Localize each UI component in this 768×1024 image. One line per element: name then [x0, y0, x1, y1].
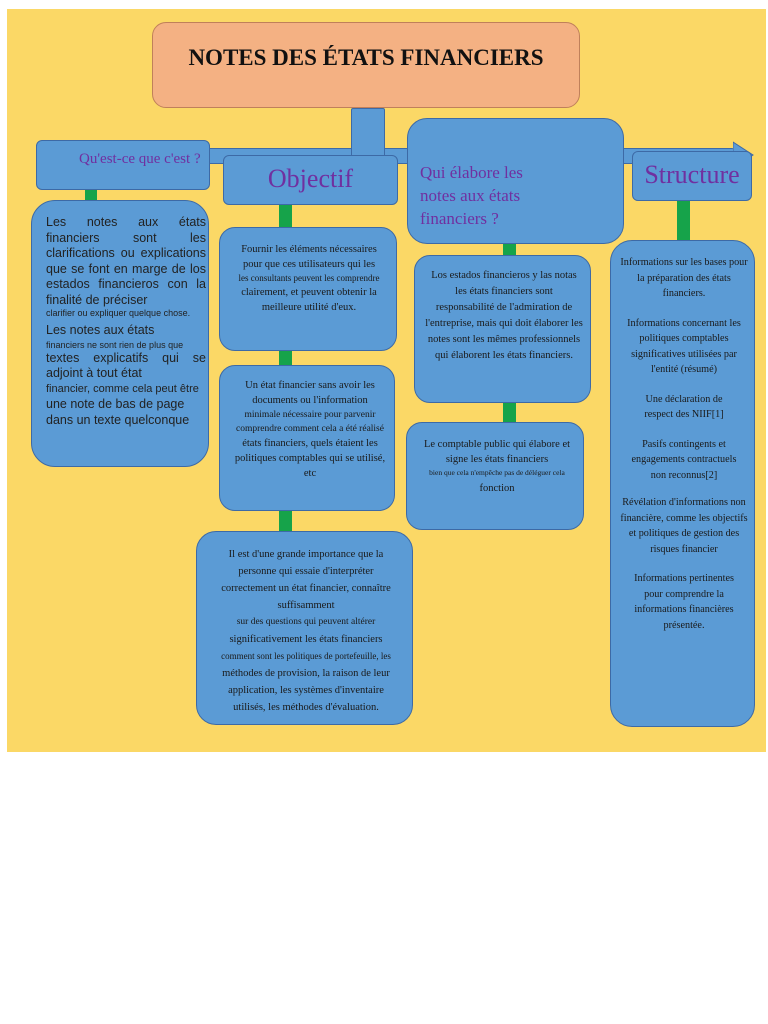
structure-item: Une déclaration de respect des NIIF[1] — [644, 393, 724, 421]
objectif-text: Il est d'une grande importance que la pe… — [221, 549, 391, 611]
objectif-text-small: comment sont les politiques de portefeui… — [221, 651, 391, 661]
connector — [279, 205, 292, 227]
box-structure: Informations sur les bases pour la prépa… — [610, 240, 755, 727]
objectif-text-small: sur des questions qui peuvent altérer — [236, 617, 376, 627]
title-stem — [351, 108, 385, 158]
structure-item: Révélation d'informations non financière… — [620, 497, 748, 555]
header-structure-label: Structure — [644, 160, 740, 189]
connector — [279, 350, 292, 365]
box-quest-definition: Les notes aux états financiers sont les … — [31, 200, 209, 467]
quest-text: textes explicatifs qui se adjoint à tout… — [46, 350, 206, 381]
header-quest: Qu'est-ce que c'est ? — [36, 140, 210, 190]
connector — [677, 201, 690, 241]
quest-text-small: clarifier ou expliquer quelque chose. — [46, 308, 191, 318]
header-qui-label: Qui élabore les notes aux états financie… — [420, 163, 523, 228]
header-structure: Structure — [632, 151, 752, 201]
box-objectif-2: Un état financier sans avoir les documen… — [219, 365, 395, 511]
objectif-text-small: minimale nécessaire pour parvenir compre… — [236, 410, 384, 434]
structure-item: Informations sur les bases pour la prépa… — [620, 257, 748, 299]
objectif-text: états financiers, quels étaient les poli… — [234, 438, 386, 479]
box-qui-2: Le comptable public qui élabore et signe… — [406, 422, 584, 530]
header-objectif-label: Objectif — [267, 164, 354, 193]
structure-item: Informations concernant les politiques c… — [627, 317, 741, 376]
qui-text: Los estados financieros y las notas les … — [425, 270, 583, 361]
quest-text: Les notes aux états — [46, 323, 155, 337]
qui-text: Le comptable public qui élabore et signe… — [423, 439, 571, 465]
quest-text-small: financier, comme cela peut être — [46, 382, 199, 395]
quest-text-small: financiers ne sont rien de plus que — [46, 339, 184, 350]
objectif-text: Fournir les éléments nécessaires pour qu… — [241, 244, 377, 270]
box-qui-1: Los estados financieros y las notas les … — [414, 255, 591, 403]
qui-text: fonction — [479, 483, 515, 494]
structure-item: Pasifs contingents et engagements contra… — [631, 438, 737, 481]
box-objectif-3: Il est d'une grande importance que la pe… — [196, 531, 413, 725]
qui-text-small: bien que cela n'empêche pas de déléguer … — [429, 468, 565, 477]
header-qui: Qui élabore les notes aux états financie… — [407, 118, 624, 244]
title-box: NOTES DES ÉTATS FINANCIERS — [152, 22, 580, 108]
connector — [503, 403, 516, 423]
objectif-text: méthodes de provision, la raison de leur… — [222, 668, 390, 713]
connector — [503, 244, 516, 256]
connector — [279, 510, 292, 532]
quest-text: Les notes aux états financiers sont les … — [46, 215, 206, 307]
header-quest-label: Qu'est-ce que c'est ? — [79, 151, 201, 167]
connector — [85, 190, 97, 202]
objectif-text-small: les consultants peuvent les comprendre — [238, 273, 380, 283]
objectif-text: significativement les états financiers — [229, 634, 383, 645]
header-objectif: Objectif — [223, 155, 398, 205]
objectif-text: clairement, et peuvent obtenir la meille… — [241, 287, 377, 313]
page-title: NOTES DES ÉTATS FINANCIERS — [188, 45, 544, 70]
objectif-text: Un état financier sans avoir les documen… — [245, 380, 375, 406]
box-objectif-1: Fournir les éléments nécessaires pour qu… — [219, 227, 397, 351]
structure-item: Informations pertinentes pour comprendre… — [634, 573, 734, 631]
quest-text: une note de bas de page dans un texte qu… — [46, 397, 190, 427]
